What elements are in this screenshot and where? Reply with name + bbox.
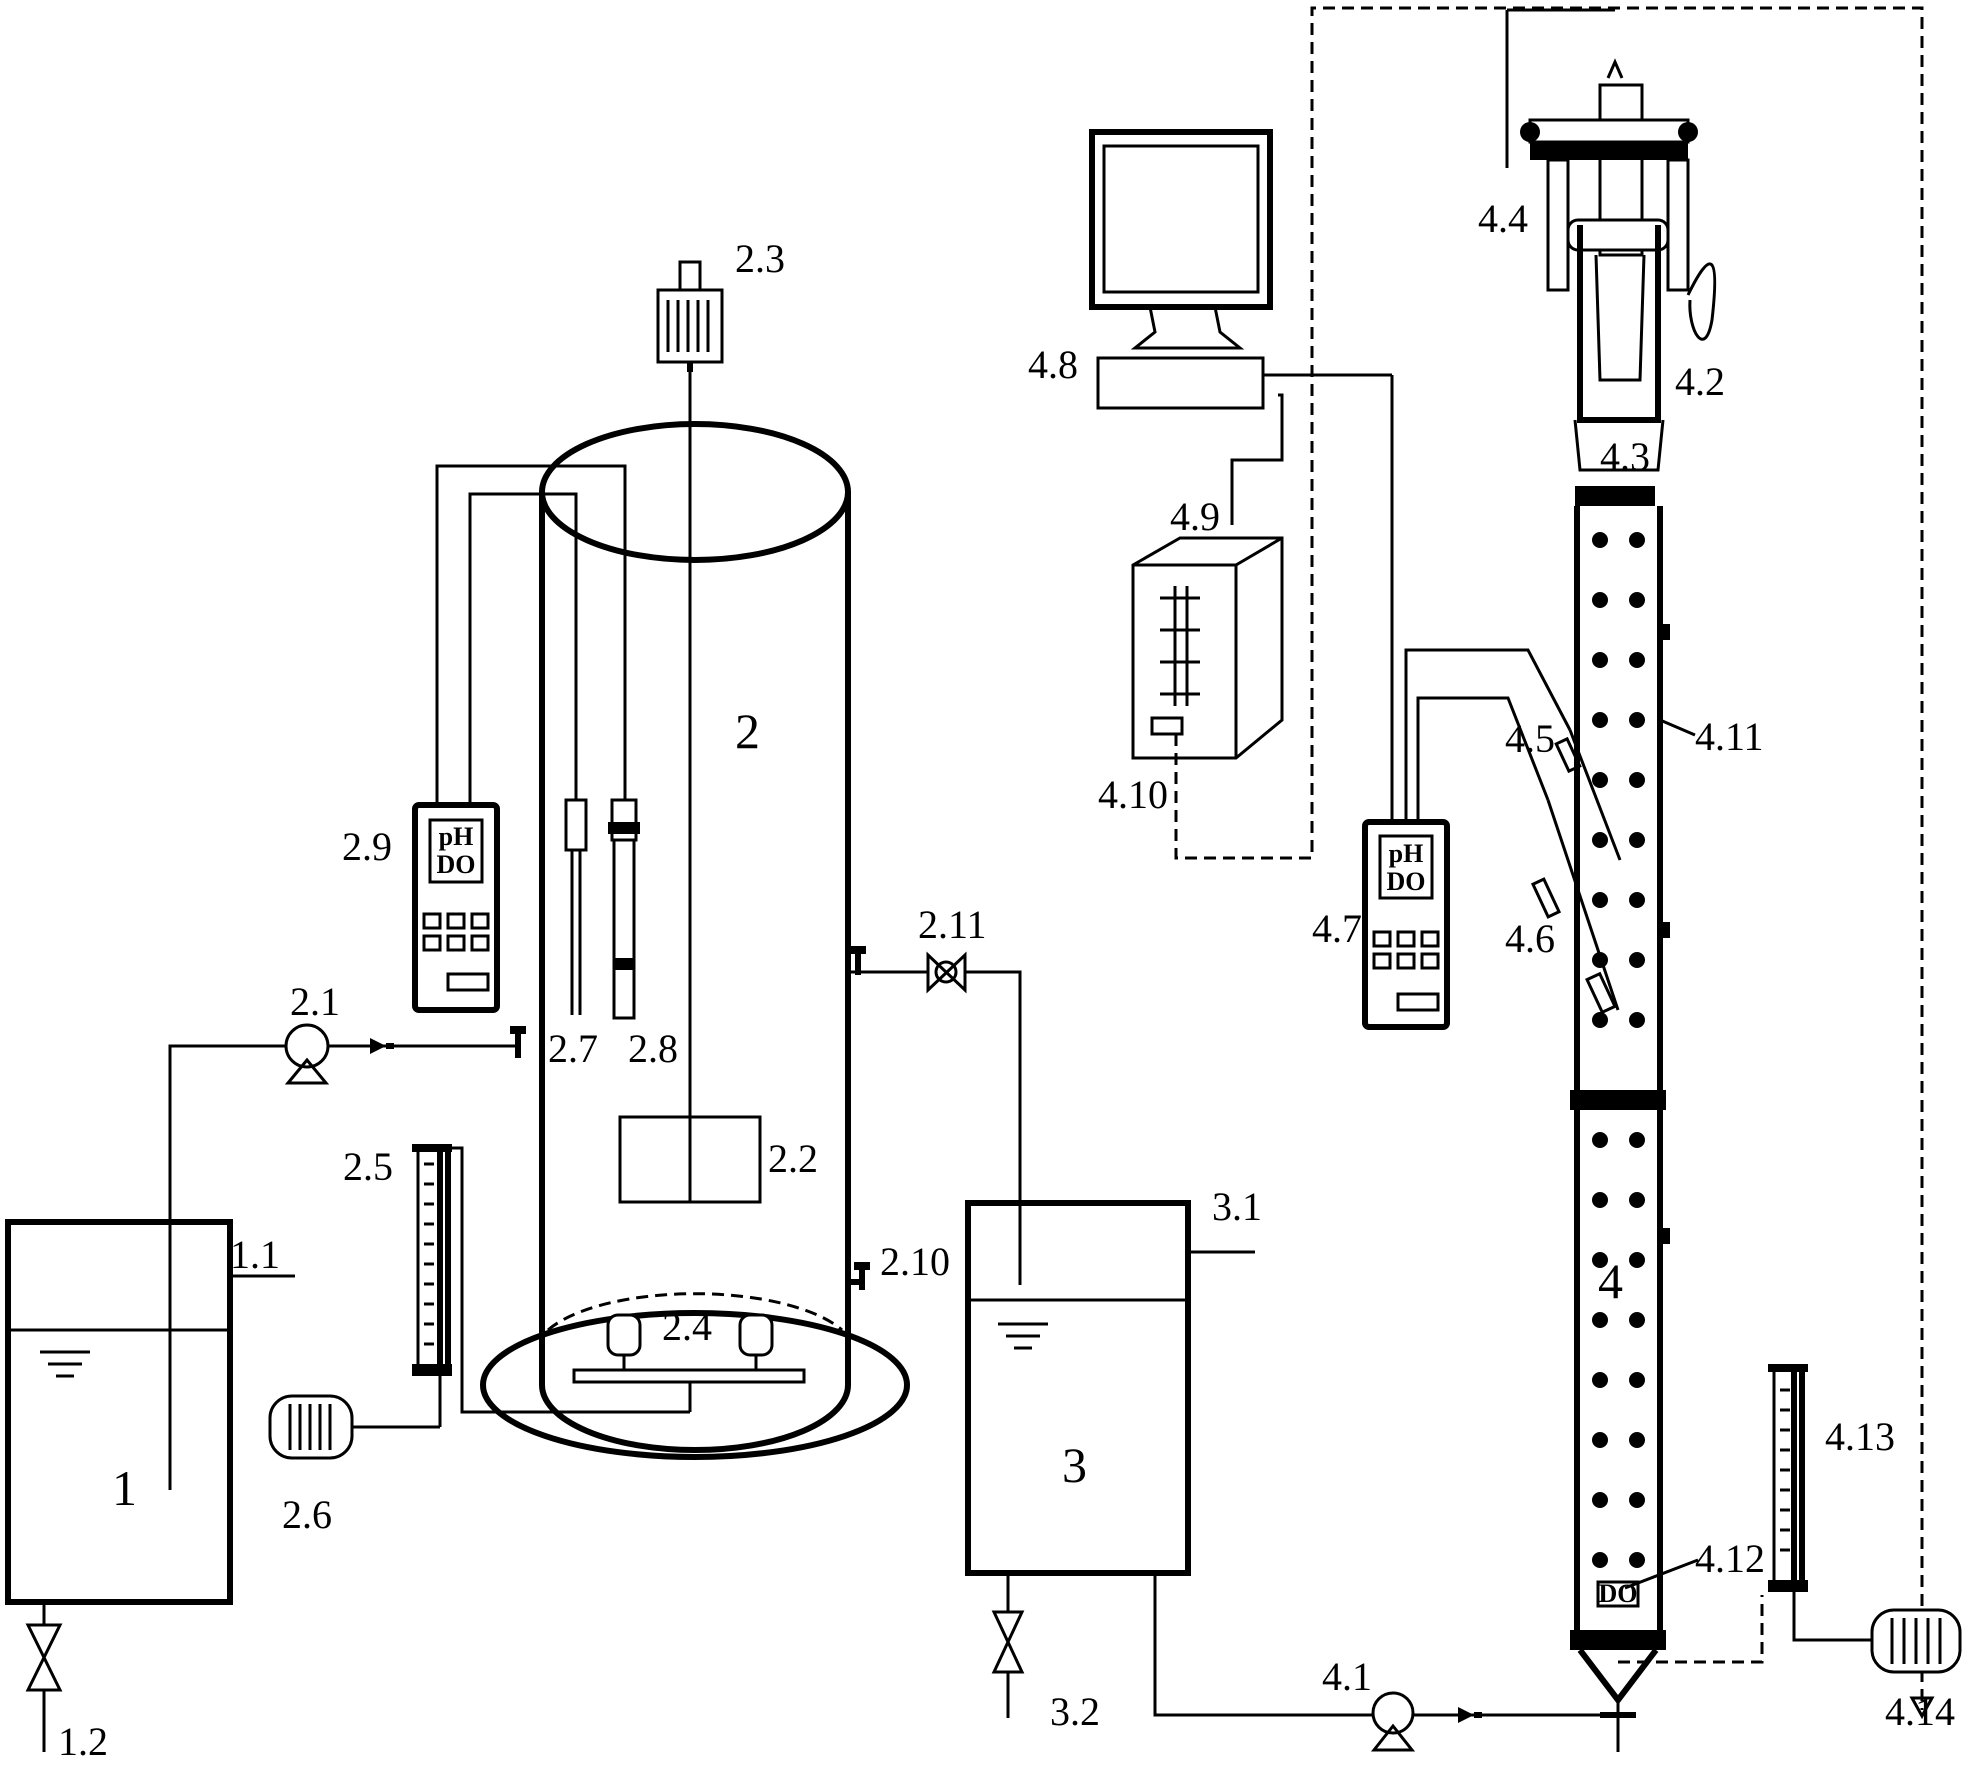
label-tank-1: 1 (112, 1460, 137, 1516)
label-4-2: 4.2 (1675, 359, 1725, 404)
label-reactor-2: 2 (735, 703, 760, 759)
column-4: DO (1505, 8, 1764, 1752)
label-3-1: 3.1 (1212, 1184, 1262, 1229)
label-2-5: 2.5 (343, 1144, 393, 1189)
label-2-6: 2.6 (282, 1492, 332, 1537)
pump-2-1 (284, 1023, 526, 1085)
blower-2-6 (268, 1376, 442, 1460)
label-4-9: 4.9 (1170, 494, 1220, 539)
meter-left-line2: DO (437, 850, 476, 879)
probes-2-7-2-8 (564, 798, 640, 1020)
label-4-1: 4.1 (1322, 1654, 1372, 1699)
label-2-3: 2.3 (735, 236, 785, 281)
label-2-11: 2.11 (918, 902, 987, 947)
label-1-2: 1.2 (58, 1719, 108, 1764)
label-3-2: 3.2 (1050, 1689, 1100, 1734)
tank-1 (5, 1050, 295, 1752)
rotameter-4-13 (1768, 1364, 1872, 1642)
label-2-10: 2.10 (880, 1239, 950, 1284)
label-2-1: 2.1 (290, 979, 340, 1024)
rotameter-2-5 (412, 1144, 690, 1414)
label-4-3: 4.3 (1600, 434, 1650, 479)
label-2-2: 2.2 (768, 1136, 818, 1181)
label-4-10: 4.10 (1098, 772, 1168, 817)
blower-4-14 (1870, 1608, 1962, 1674)
tank-3 (965, 1200, 1372, 1718)
meter-4-7: pH DO (1362, 648, 1572, 1030)
label-column-4: 4 (1598, 1253, 1623, 1309)
label-4-11: 4.11 (1695, 714, 1764, 759)
label-4-6: 4.6 (1505, 916, 1555, 961)
label-2-9: 2.9 (342, 824, 392, 869)
label-4-8: 4.8 (1028, 342, 1078, 387)
label-4-4: 4.4 (1478, 196, 1528, 241)
meter-left-line1: pH (439, 822, 474, 851)
label-2-7: 2.7 (548, 1026, 598, 1071)
carrier-dots (1592, 532, 1645, 1568)
labels: 1 1.1 1.2 2 2.1 2.2 2.3 2.4 2.5 2.6 2.7 … (58, 196, 1955, 1764)
meter-right-line2: DO (1387, 867, 1426, 896)
label-1-1: 1.1 (230, 1232, 280, 1277)
label-4-7: 4.7 (1312, 906, 1362, 951)
meter-2-9: pH DO (412, 464, 627, 1013)
label-2-8: 2.8 (628, 1026, 678, 1071)
label-4-5: 4.5 (1505, 716, 1555, 761)
do-probe-text: DO (1599, 1579, 1638, 1608)
feed-pipe (168, 1044, 520, 1050)
label-4-13: 4.13 (1825, 1414, 1895, 1459)
pump-4-1 (1370, 1691, 1610, 1752)
transfer-pipe (870, 951, 1022, 1285)
meter-right-line1: pH (1389, 839, 1424, 868)
label-tank-3: 3 (1062, 1437, 1087, 1493)
computer-4-8 (1089, 129, 1394, 820)
reactor-2 (480, 260, 910, 1460)
controller-4-9 (1131, 6, 1935, 1720)
label-2-4: 2.4 (662, 1304, 712, 1349)
probes-4-5-4-6 (1530, 729, 1622, 1015)
label-4-14: 4.14 (1885, 1689, 1955, 1734)
label-4-12: 4.12 (1695, 1536, 1765, 1581)
